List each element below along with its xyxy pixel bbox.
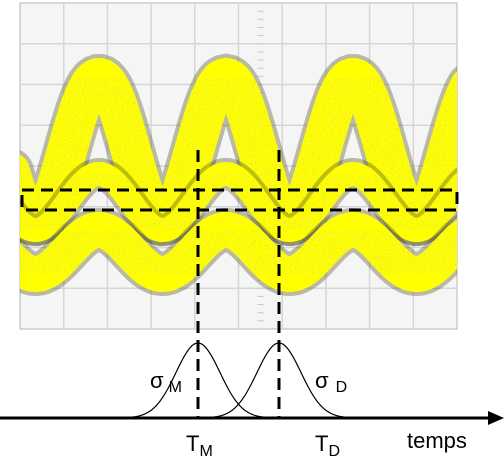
time-axis-arrowhead: [488, 411, 504, 425]
tm-letter: T: [186, 431, 199, 456]
eye-trace-middle-texture: [20, 161, 457, 243]
sigma-m-symbol: σ: [150, 368, 164, 393]
tm-subscript: M: [199, 443, 212, 457]
tm-label: TM: [186, 431, 213, 457]
eye-trace-lower-texture: [20, 211, 457, 293]
td-subscript: D: [328, 443, 340, 457]
sigma-d-subscript: D: [336, 379, 348, 396]
sigma-m-subscript: M: [169, 379, 182, 396]
td-label: TD: [315, 431, 340, 457]
decision-window: [20, 188, 459, 212]
axis-label-temps: temps: [407, 428, 467, 453]
eye-trace-upper-texture: [20, 57, 457, 243]
sigma-d-symbol: σ: [315, 368, 329, 393]
gaussian-curve-d: [199, 342, 359, 419]
gaussian-curve-m: [118, 342, 278, 419]
td-letter: T: [315, 431, 328, 456]
eye-traces: [20, 53, 457, 297]
